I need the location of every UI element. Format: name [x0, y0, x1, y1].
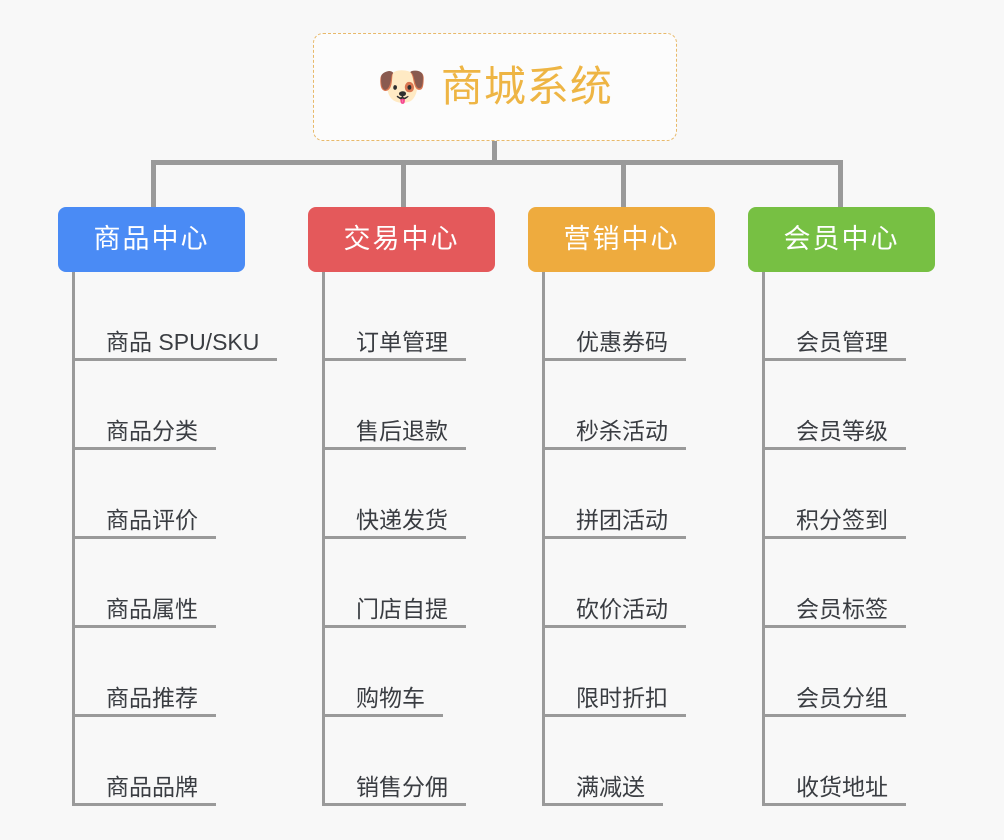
category-header[interactable]: 商品中心 — [58, 207, 245, 272]
leaf-item[interactable]: 商品品牌 — [72, 717, 298, 806]
leaf-item-label: 门店自提 — [356, 595, 448, 622]
leaf-item-label: 会员管理 — [796, 328, 888, 355]
leaf-item[interactable]: 销售分佣 — [322, 717, 530, 806]
leaf-item-label: 商品 SPU/SKU — [106, 328, 260, 355]
leaf-underline — [762, 803, 906, 806]
leaf-underline — [72, 625, 216, 628]
leaf-spine — [72, 272, 75, 806]
category-column: 营销中心优惠券码秒杀活动拼团活动砍价活动限时折扣满减送 — [528, 207, 750, 806]
leaf-item-label: 砍价活动 — [576, 595, 668, 622]
leaf-item-label: 收货地址 — [796, 773, 888, 800]
leaf-item[interactable]: 商品评价 — [72, 450, 298, 539]
category-column: 商品中心商品 SPU/SKU 商品分类商品评价商品属性商品推荐商品品牌 — [58, 207, 298, 806]
leaf-item-label: 会员等级 — [796, 417, 888, 444]
leaf-list: 优惠券码秒杀活动拼团活动砍价活动限时折扣满减送 — [542, 272, 750, 806]
leaf-item[interactable]: 优惠券码 — [542, 272, 750, 361]
leaf-item[interactable]: 购物车 — [322, 628, 530, 717]
leaf-item[interactable]: 订单管理 — [322, 272, 530, 361]
leaf-underline — [322, 803, 466, 806]
leaf-underline — [72, 536, 216, 539]
leaf-item-label: 商品推荐 — [106, 684, 198, 711]
leaf-underline — [322, 358, 466, 361]
leaf-spine — [322, 272, 325, 806]
leaf-item-label: 售后退款 — [356, 417, 448, 444]
leaf-item-label: 购物车 — [356, 684, 425, 711]
leaf-item-label: 商品品牌 — [106, 773, 198, 800]
connector-bar — [151, 160, 843, 165]
connector-drop-3 — [838, 160, 843, 207]
connector-drop-0 — [151, 160, 156, 207]
leaf-item[interactable]: 积分签到 — [762, 450, 970, 539]
connector-drop-2 — [621, 160, 626, 207]
leaf-item[interactable]: 门店自提 — [322, 539, 530, 628]
leaf-underline — [762, 625, 906, 628]
leaf-item[interactable]: 商品 SPU/SKU — [72, 272, 298, 361]
leaf-item[interactable]: 商品分类 — [72, 361, 298, 450]
leaf-list: 会员管理会员等级积分签到会员标签会员分组收货地址 — [762, 272, 970, 806]
leaf-list: 订单管理售后退款快递发货门店自提购物车销售分佣 — [322, 272, 530, 806]
leaf-item[interactable]: 会员分组 — [762, 628, 970, 717]
leaf-underline — [762, 358, 906, 361]
leaf-underline — [542, 803, 663, 806]
leaf-underline — [762, 536, 906, 539]
leaf-underline — [72, 358, 277, 361]
leaf-underline — [72, 714, 216, 717]
connector-drop-1 — [401, 160, 406, 207]
leaf-item-label: 秒杀活动 — [576, 417, 668, 444]
leaf-underline — [542, 625, 686, 628]
leaf-item-label: 优惠券码 — [576, 328, 668, 355]
leaf-item[interactable]: 快递发货 — [322, 450, 530, 539]
leaf-item-label: 积分签到 — [796, 506, 888, 533]
leaf-item[interactable]: 会员标签 — [762, 539, 970, 628]
leaf-item[interactable]: 商品推荐 — [72, 628, 298, 717]
leaf-item-label: 拼团活动 — [576, 506, 668, 533]
leaf-underline — [542, 447, 686, 450]
connector-stem — [492, 141, 497, 163]
leaf-underline — [542, 714, 686, 717]
leaf-item[interactable]: 收货地址 — [762, 717, 970, 806]
category-header[interactable]: 营销中心 — [528, 207, 715, 272]
category-header[interactable]: 交易中心 — [308, 207, 495, 272]
leaf-item-label: 会员标签 — [796, 595, 888, 622]
leaf-item-label: 满减送 — [576, 773, 645, 800]
leaf-item[interactable]: 秒杀活动 — [542, 361, 750, 450]
leaf-item-label: 商品属性 — [106, 595, 198, 622]
leaf-spine — [542, 272, 545, 806]
leaf-item-label: 快递发货 — [356, 506, 448, 533]
leaf-item-label: 会员分组 — [796, 684, 888, 711]
category-column: 交易中心订单管理售后退款快递发货门店自提购物车销售分佣 — [308, 207, 530, 806]
leaf-item[interactable]: 砍价活动 — [542, 539, 750, 628]
leaf-underline — [762, 447, 906, 450]
leaf-item-label: 限时折扣 — [576, 684, 668, 711]
leaf-underline — [322, 447, 466, 450]
leaf-item[interactable]: 会员等级 — [762, 361, 970, 450]
leaf-underline — [322, 536, 466, 539]
leaf-item-label: 商品评价 — [106, 506, 198, 533]
root-node[interactable]: 🐶 商城系统 — [313, 33, 677, 141]
leaf-underline — [72, 447, 216, 450]
leaf-underline — [542, 358, 686, 361]
leaf-list: 商品 SPU/SKU 商品分类商品评价商品属性商品推荐商品品牌 — [72, 272, 298, 806]
root-title: 商城系统 — [440, 63, 613, 110]
leaf-underline — [72, 803, 216, 806]
leaf-item[interactable]: 满减送 — [542, 717, 750, 806]
leaf-item[interactable]: 限时折扣 — [542, 628, 750, 717]
leaf-underline — [762, 714, 906, 717]
leaf-item[interactable]: 售后退款 — [322, 361, 530, 450]
leaf-underline — [322, 625, 466, 628]
leaf-spine — [762, 272, 765, 806]
shiba-dog-face-icon: 🐶 — [377, 65, 427, 109]
category-column: 会员中心会员管理会员等级积分签到会员标签会员分组收货地址 — [748, 207, 970, 806]
leaf-item[interactable]: 会员管理 — [762, 272, 970, 361]
leaf-item[interactable]: 商品属性 — [72, 539, 298, 628]
leaf-item-label: 商品分类 — [106, 417, 198, 444]
leaf-item[interactable]: 拼团活动 — [542, 450, 750, 539]
leaf-item-label: 订单管理 — [356, 328, 448, 355]
leaf-item-label: 销售分佣 — [356, 773, 448, 800]
leaf-underline — [322, 714, 443, 717]
category-header[interactable]: 会员中心 — [748, 207, 935, 272]
leaf-underline — [542, 536, 686, 539]
